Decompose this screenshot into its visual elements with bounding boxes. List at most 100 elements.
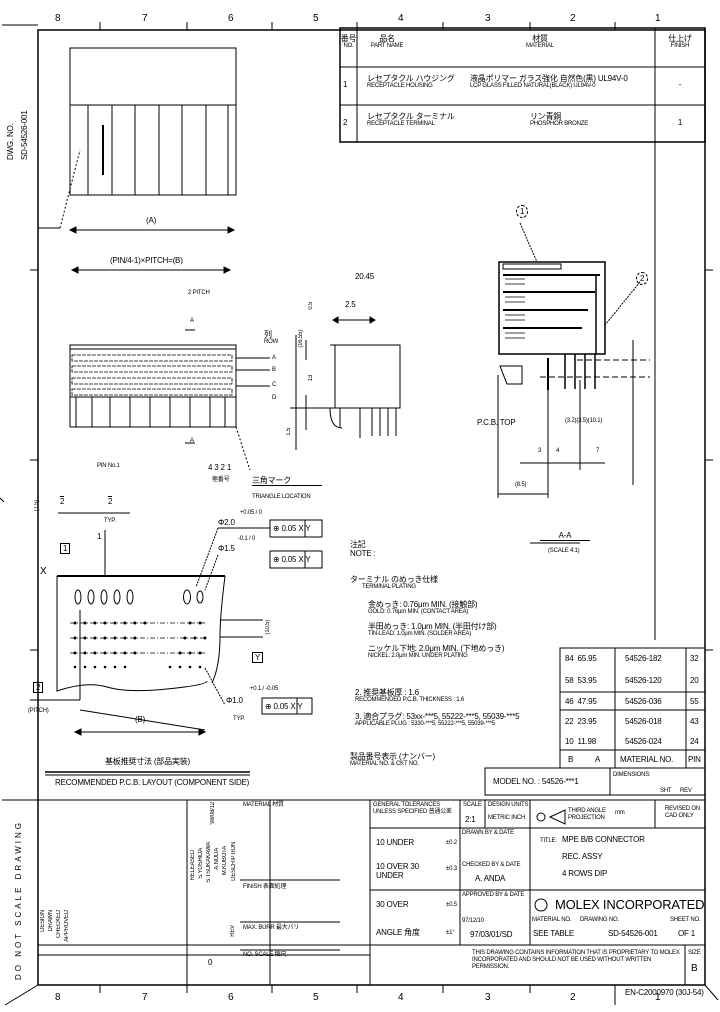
tol-value-3: ±0.5 (446, 902, 457, 908)
tol-row-2: 10 OVER 30 UNDER (376, 862, 419, 880)
datum-y: Y (252, 652, 264, 663)
tol-row-1: 10 UNDER (376, 838, 414, 847)
circuit-label: 極番号 (212, 477, 230, 483)
pcb-title-jp: 基板推奨寸法 (部品実装) (105, 757, 190, 766)
tol-value-4: ±1° (446, 930, 455, 936)
variant-row: 10 11.98 (565, 737, 596, 746)
top-view (38, 47, 237, 274)
triangle-location: TRIANGLE LOCATION (252, 494, 311, 500)
pcb-dim-1: 1 (97, 532, 102, 541)
holes-dim: (3.2)(3.5)(10.1) (565, 418, 603, 424)
approved-label: APPROVED BY & DATE (462, 892, 525, 898)
dim-4: 4 (556, 448, 560, 454)
material-label: MATERIAL 材質 (243, 802, 284, 808)
scale-value: 2:1 (465, 815, 476, 824)
pcb-title-en: RECOMMENDED P.C.B. LAYOUT (COMPONENT SID… (55, 778, 250, 787)
doc-date: 97/12/10 (462, 918, 484, 924)
hole-1-dia: Φ2.0 (218, 518, 235, 527)
variant-row: 46 47.95 (565, 697, 597, 706)
pcb-datum-small: 1 (60, 543, 71, 554)
zone-bottom-5: 5 (313, 992, 319, 1003)
tol-row-4: ANGLE 角度 (376, 928, 420, 937)
side-dim-v1: 0.5 (308, 302, 314, 310)
variant-header-pin: PIN (688, 755, 701, 764)
pcb-layout (30, 512, 323, 776)
pcb-dim-2: 2 (60, 496, 65, 506)
section-mark-bottom: A (190, 438, 194, 444)
zone-top-7: 7 (142, 13, 148, 24)
zone-top-5: 5 (313, 13, 319, 24)
drawing-no-label: DRAWING NO. (580, 917, 619, 923)
title-label: TITLE: (540, 838, 557, 844)
drawn-label: DRAWN BY & DATE (462, 830, 514, 836)
zone-top-2: 2 (570, 13, 576, 24)
hole-3-dia: Φ1.0 (226, 696, 243, 705)
pcb-peg-holes (74, 589, 204, 605)
model-no: MODEL NO. : 54526-***1 (493, 777, 579, 786)
zone-bottom-3: 3 (485, 992, 491, 1003)
rev-label: REV (680, 788, 692, 794)
revised-on-cad: REVISED ON CAD ONLY (665, 806, 701, 819)
history-4: A.NODA (214, 848, 220, 870)
do-not-scale-note: DO NOT SCALE DRAWING (14, 819, 23, 980)
note-1b: 半田めっき: 1.0μm MIN. (半田付け部)TIN-LEAD: 1.0μm… (368, 622, 497, 637)
projection-label: THIRD ANGLE PROJECTION (568, 808, 606, 821)
pcb-dim-pitch: 2 (33, 682, 44, 693)
pcb-top-label: P.C.B. TOP (477, 418, 516, 427)
pcb-pitch-label: (PITCH) (28, 708, 49, 714)
section-a-a (497, 30, 656, 640)
tol-value-1: ±0.2 (446, 840, 457, 846)
burr-label: MAX. BURR 最大バリ (243, 925, 300, 931)
side-view (290, 316, 401, 450)
pcb-side-dim: (10.5) (265, 620, 271, 635)
pcb-typ-2: TYP. (233, 716, 245, 722)
tol-value-2: ±0.3 (446, 866, 457, 872)
title-line-3: 4 ROWS DIP (562, 869, 608, 878)
side-dim-v3: 13 (308, 375, 314, 382)
zone-top-1: 1 (655, 13, 661, 24)
sign-drawn: DRAWN (48, 910, 54, 932)
sign-checked: CHECKED (56, 910, 62, 938)
form-no: EN-C2000970 (30J-54) (625, 988, 704, 997)
pcb-hole-rows (70, 622, 205, 654)
variant-header-a: A (595, 755, 601, 764)
zone-top-8: 8 (55, 13, 61, 24)
variant-header-material: MATERIAL NO. (620, 755, 674, 764)
pcb-dim-2-typ: 2 (108, 496, 113, 506)
zone-ticks (30, 22, 713, 993)
variant-pin: 32 (690, 654, 699, 663)
variant-row: 22 23.95 (565, 717, 597, 726)
position-tolerance-2: ⊕ 0.05 X Y (273, 555, 311, 564)
design-units-label: DESIGN UNITS (488, 802, 529, 808)
pcb-dim-b: (B) (135, 715, 146, 724)
hole-3-tol: +0.1 / -0.05 (250, 686, 279, 692)
side-dim-2: 2.5 (345, 300, 356, 309)
row-b: B (272, 367, 276, 373)
side-dim-v2: (16.55) (298, 330, 304, 348)
triangle-mark-label: 三角マーク (252, 476, 322, 486)
part-2-no: 2 (343, 118, 348, 127)
position-tolerance-3: ⊕ 0.05 X Y (265, 702, 303, 711)
note-1c: ニッケル下地: 2.0μm MIN. (下地めっき)NICKEL: 2.0μm … (368, 644, 505, 659)
zone-bottom-6: 6 (228, 992, 234, 1003)
scale-note-label: NO. SCALE 縮尺 (243, 952, 287, 958)
variant-pin: 20 (690, 676, 699, 685)
title-line-1: MPE B/B CONNECTOR (562, 835, 645, 844)
zone-top-4: 4 (398, 13, 404, 24)
material-no-label: MATERIAL NO. (532, 917, 572, 923)
material-no: SEE TABLE (533, 929, 575, 938)
row-a: A (272, 355, 276, 361)
sht-label: SHT (660, 788, 672, 794)
hole-2-tol: -0.1 / 0 (238, 536, 256, 542)
row-c: C (272, 382, 277, 388)
tol-row-3: 30 OVER (376, 900, 409, 909)
history-date: '98/08/12 (210, 802, 216, 825)
variant-pin: 24 (690, 737, 699, 746)
zone-top-3: 3 (485, 13, 491, 24)
size-label: SIZE (688, 950, 701, 956)
